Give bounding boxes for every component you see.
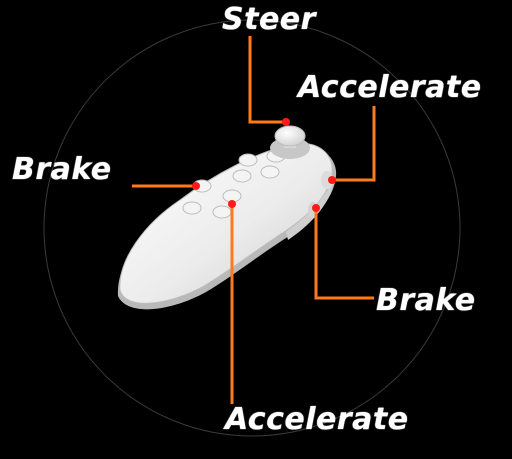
label-accelerate-bottom: Accelerate (225, 402, 409, 437)
anchor-dot-accelerate-bottom (228, 200, 236, 208)
leader-line-brake-right (314, 208, 374, 300)
anchor-dot-brake-right (312, 204, 320, 212)
anchor-dot-accelerate-top (328, 176, 336, 184)
label-brake-left: Brake (12, 152, 112, 187)
label-brake-right: Brake (376, 283, 476, 318)
leader-line-steer (248, 36, 286, 124)
button-mid-right (260, 165, 280, 179)
button-top-left (238, 153, 258, 167)
button-c (182, 201, 202, 215)
anchor-dot-steer (282, 118, 290, 126)
button-mid-left (232, 169, 252, 183)
label-steer: Steer (222, 2, 316, 37)
vr-gamepad-controller-icon (117, 125, 337, 310)
joystick-cap (274, 125, 306, 147)
button-d (212, 205, 232, 219)
trigger-upper (321, 171, 333, 189)
label-accelerate-top: Accelerate (298, 70, 482, 105)
background-ring (43, 19, 461, 437)
anchor-dot-brake-left (192, 182, 200, 190)
leader-line-accelerate-top (332, 106, 376, 182)
